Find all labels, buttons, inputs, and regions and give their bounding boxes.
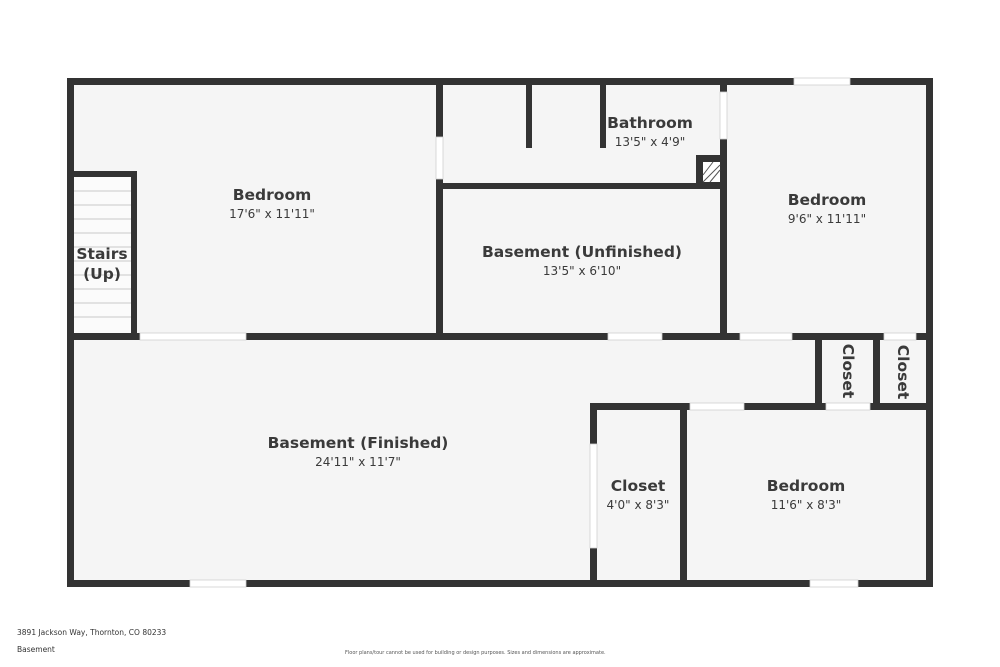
bathroom-dims: 13'5" x 4'9" bbox=[615, 135, 686, 149]
bedroom-bottom-dims: 11'6" x 8'3" bbox=[771, 498, 842, 512]
closet-a-name: Closet bbox=[839, 344, 857, 399]
bedroom-bottom-name: Bedroom bbox=[767, 477, 846, 495]
bathroom-name: Bathroom bbox=[607, 114, 693, 132]
finished-name: Basement (Finished) bbox=[268, 434, 449, 452]
bedroom-right-name: Bedroom bbox=[788, 191, 867, 209]
stairs-direction: (Up) bbox=[83, 265, 121, 283]
unfinished-name: Basement (Unfinished) bbox=[482, 243, 682, 261]
stairs-treads bbox=[74, 177, 131, 333]
openings bbox=[139, 77, 917, 588]
unfinished-dims: 13'5" x 6'10" bbox=[543, 264, 621, 278]
closet-mid-name: Closet bbox=[611, 477, 666, 495]
bedroom-left-name: Bedroom bbox=[233, 186, 312, 204]
stairs-name: Stairs bbox=[76, 245, 127, 263]
address-text: 3891 Jackson Way, Thornton, CO 80233 bbox=[17, 628, 167, 637]
bedroom-right-dims: 9'6" x 11'11" bbox=[788, 212, 866, 226]
finished-dims: 24'11" x 11'7" bbox=[315, 455, 401, 469]
closet-b-name: Closet bbox=[894, 345, 912, 400]
level-label: Basement bbox=[17, 645, 55, 654]
closet-mid-dims: 4'0" x 8'3" bbox=[607, 498, 670, 512]
bedroom-left-dims: 17'6" x 11'11" bbox=[229, 207, 315, 221]
chimney-hatch bbox=[702, 161, 721, 183]
disclaimer-text: Floor plans/tour cannot be used for buil… bbox=[345, 650, 606, 656]
